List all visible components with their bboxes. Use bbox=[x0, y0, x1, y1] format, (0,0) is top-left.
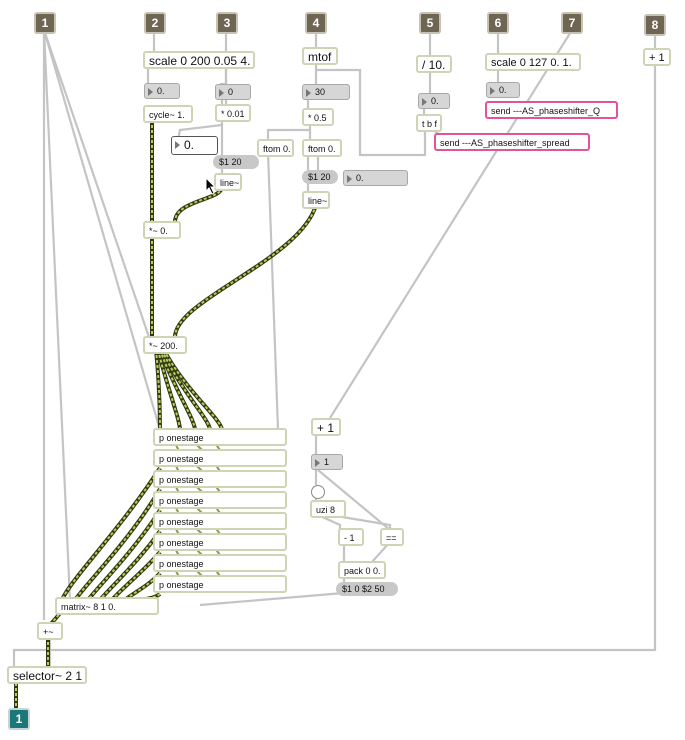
send-q-object[interactable]: send ---AS_phaseshifter_Q bbox=[485, 101, 618, 119]
onestage-object[interactable]: p onestage bbox=[153, 428, 287, 446]
inlet-7[interactable]: 7 bbox=[561, 12, 583, 34]
onestage-object[interactable]: p onestage bbox=[153, 533, 287, 551]
number-box-scale-a[interactable]: 0. bbox=[144, 83, 180, 99]
onestage-object[interactable]: p onestage bbox=[153, 575, 287, 593]
cycle-object[interactable]: cycle~ 1. bbox=[143, 105, 193, 123]
onestage-object[interactable]: p onestage bbox=[153, 554, 287, 572]
pack-object[interactable]: pack 0 0. bbox=[338, 561, 386, 579]
outlet-1[interactable]: 1 bbox=[8, 708, 30, 730]
signal-plus-object[interactable]: +~ bbox=[37, 622, 63, 640]
minus-one-object[interactable]: - 1 bbox=[338, 528, 364, 546]
divide-object[interactable]: / 10. bbox=[416, 55, 452, 73]
inlet-1[interactable]: 1 bbox=[34, 12, 56, 34]
inlet-4[interactable]: 4 bbox=[305, 12, 327, 34]
inlet-5[interactable]: 5 bbox=[419, 12, 441, 34]
onestage-object[interactable]: p onestage bbox=[153, 491, 287, 509]
message-ramp-c[interactable]: $1 0 $2 50 bbox=[336, 582, 398, 596]
message-ramp-a[interactable]: $1 20 bbox=[213, 155, 259, 169]
trigger-object[interactable]: t b f bbox=[416, 114, 442, 132]
onestage-object[interactable]: p onestage bbox=[153, 449, 287, 467]
onestage-object[interactable]: p onestage bbox=[153, 512, 287, 530]
line-object-b[interactable]: line~ bbox=[302, 191, 330, 209]
number-box-one[interactable]: 1 bbox=[311, 454, 343, 470]
multiply-05-object[interactable]: * 0.5 bbox=[302, 108, 334, 126]
ftom-object-b[interactable]: ftom 0. bbox=[302, 139, 342, 157]
plus-one-object-top[interactable]: + 1 bbox=[643, 48, 671, 66]
number-box-mtof[interactable]: 30 bbox=[302, 84, 350, 100]
inlet-2[interactable]: 2 bbox=[144, 12, 166, 34]
mtof-object[interactable]: mtof bbox=[302, 47, 338, 65]
matrix-object[interactable]: matrix~ 8 1 0. bbox=[55, 597, 159, 615]
signal-multiply-0-object[interactable]: *~ 0. bbox=[143, 221, 181, 239]
inlet-6[interactable]: 6 bbox=[487, 12, 509, 34]
plus-one-object-mid[interactable]: + 1 bbox=[311, 418, 341, 436]
bang-button[interactable] bbox=[311, 485, 325, 499]
uzi-object[interactable]: uzi 8 bbox=[310, 500, 346, 518]
inlet-8[interactable]: 8 bbox=[644, 14, 666, 36]
message-ramp-b[interactable]: $1 20 bbox=[302, 170, 338, 184]
number-box-divide[interactable]: 0. bbox=[418, 93, 450, 109]
signal-cords bbox=[15, 120, 317, 708]
scale-object-a[interactable]: scale 0 200 0.05 4. bbox=[143, 51, 255, 69]
ftom-object-a[interactable]: ftom 0. bbox=[257, 139, 294, 157]
scale-object-b[interactable]: scale 0 127 0. 1. bbox=[485, 53, 581, 71]
onestage-object[interactable]: p onestage bbox=[153, 470, 287, 488]
inlet-3[interactable]: 3 bbox=[216, 12, 238, 34]
number-box-zero[interactable]: 0 bbox=[215, 84, 251, 100]
selector-object[interactable]: selector~ 2 1 bbox=[7, 666, 87, 684]
send-spread-object[interactable]: send ---AS_phaseshifter_spread bbox=[434, 133, 590, 151]
equals-object[interactable]: == bbox=[380, 528, 404, 546]
signal-multiply-200-object[interactable]: *~ 200. bbox=[143, 336, 187, 354]
mouse-cursor-icon bbox=[205, 177, 217, 195]
line-object-a[interactable]: line~ bbox=[214, 173, 242, 191]
number-box-ftom[interactable]: 0. bbox=[343, 170, 408, 186]
number-box-scale-b[interactable]: 0. bbox=[486, 82, 520, 98]
multiply-001-object[interactable]: * 0.01 bbox=[215, 104, 251, 122]
number-box-big[interactable]: 0. bbox=[171, 136, 218, 155]
